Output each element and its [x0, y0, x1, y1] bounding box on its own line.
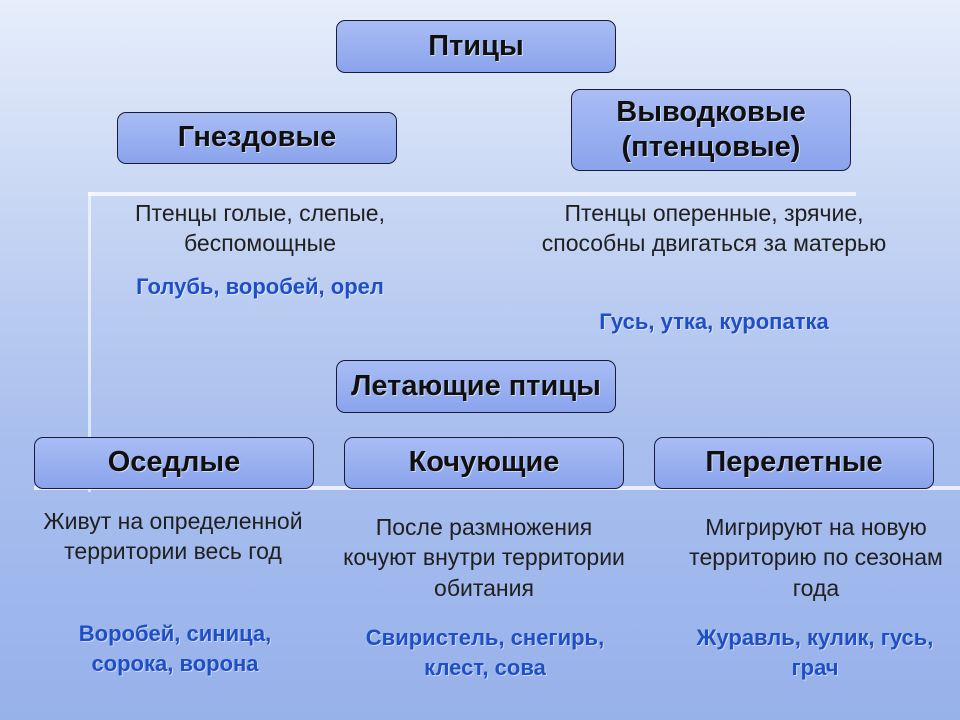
- group-migratory-label: Перелетные: [705, 446, 883, 479]
- title-birds: Птицы: [428, 29, 524, 62]
- group-sedentary-label: Оседлые: [107, 446, 241, 479]
- group-sedentary-examples: Воробей, синица, сорока, ворона: [78, 621, 272, 676]
- group-migratory-box: Перелетные: [654, 437, 934, 489]
- nesting-left-box: Гнездовые: [117, 112, 397, 164]
- flying-birds-box: Летающие птицы: [336, 360, 616, 413]
- group-nomadic-box: Кочующие: [344, 437, 624, 489]
- nesting-right-label-line2: (птенцовые): [621, 131, 801, 163]
- group-sedentary-description: Живут на определенной территории весь го…: [43, 508, 303, 565]
- nesting-left-label: Гнездовые: [177, 121, 337, 154]
- nesting-right-box: Выводковые (птенцовые): [571, 89, 851, 171]
- nesting-left-examples: Голубь, воробей, орел: [136, 274, 384, 299]
- nesting-right-examples: Гусь, утка, куропатка: [599, 309, 829, 334]
- group-sedentary-box: Оседлые: [34, 437, 314, 489]
- nesting-right-label-line1: Выводковые: [616, 95, 806, 128]
- group-nomadic-description: После размножения кочуют внутри территор…: [343, 514, 625, 601]
- group-migratory-description: Мигрируют на новую территорию по сезонам…: [689, 514, 943, 601]
- group-nomadic-label: Кочующие: [408, 446, 560, 479]
- nesting-left-description: Птенцы голые, слепые, беспомощные: [135, 200, 385, 257]
- background-stripe-left: [88, 192, 91, 492]
- title-birds-box: Птицы: [336, 20, 616, 73]
- nesting-right-description: Птенцы оперенные, зрячие, способны двига…: [541, 200, 887, 257]
- group-nomadic-examples: Свиристель, снегирь, клест, сова: [365, 625, 605, 680]
- background-stripe-top: [88, 192, 856, 196]
- group-migratory-examples: Журавль, кулик, гусь, грач: [696, 625, 934, 680]
- flying-birds-title: Летающие птицы: [351, 369, 601, 402]
